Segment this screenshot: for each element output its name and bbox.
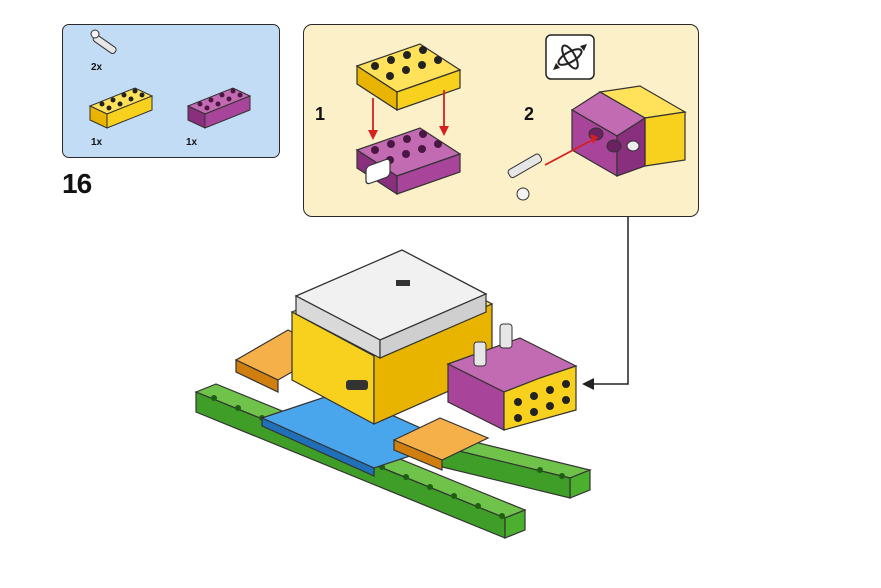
- yellow-brick-part: [88, 87, 154, 129]
- main-model-assembly: [194, 158, 592, 539]
- substep-1-yellow-brick: [355, 43, 462, 112]
- axle-pin-quantity: 2x: [91, 62, 103, 73]
- rotate-model-icon: [545, 34, 595, 80]
- magenta-brick-quantity: 1x: [186, 137, 198, 148]
- substep-2-axle-pin: [507, 153, 543, 201]
- step-number: 16: [62, 168, 92, 199]
- parts-list-panel: [62, 24, 280, 158]
- callout-connector-arrow: [582, 217, 629, 390]
- substep-1-red-arrows: [368, 90, 449, 140]
- yellow-brick-quantity: 1x: [91, 137, 103, 148]
- substep-1-number: 1: [315, 104, 326, 124]
- axle-pin-part: [90, 29, 117, 54]
- magenta-brick-part: [186, 87, 252, 129]
- substep-2-red-arrow: [544, 134, 598, 166]
- substep-2-brick-stack: [570, 85, 687, 178]
- substep-2-number: 2: [524, 104, 535, 124]
